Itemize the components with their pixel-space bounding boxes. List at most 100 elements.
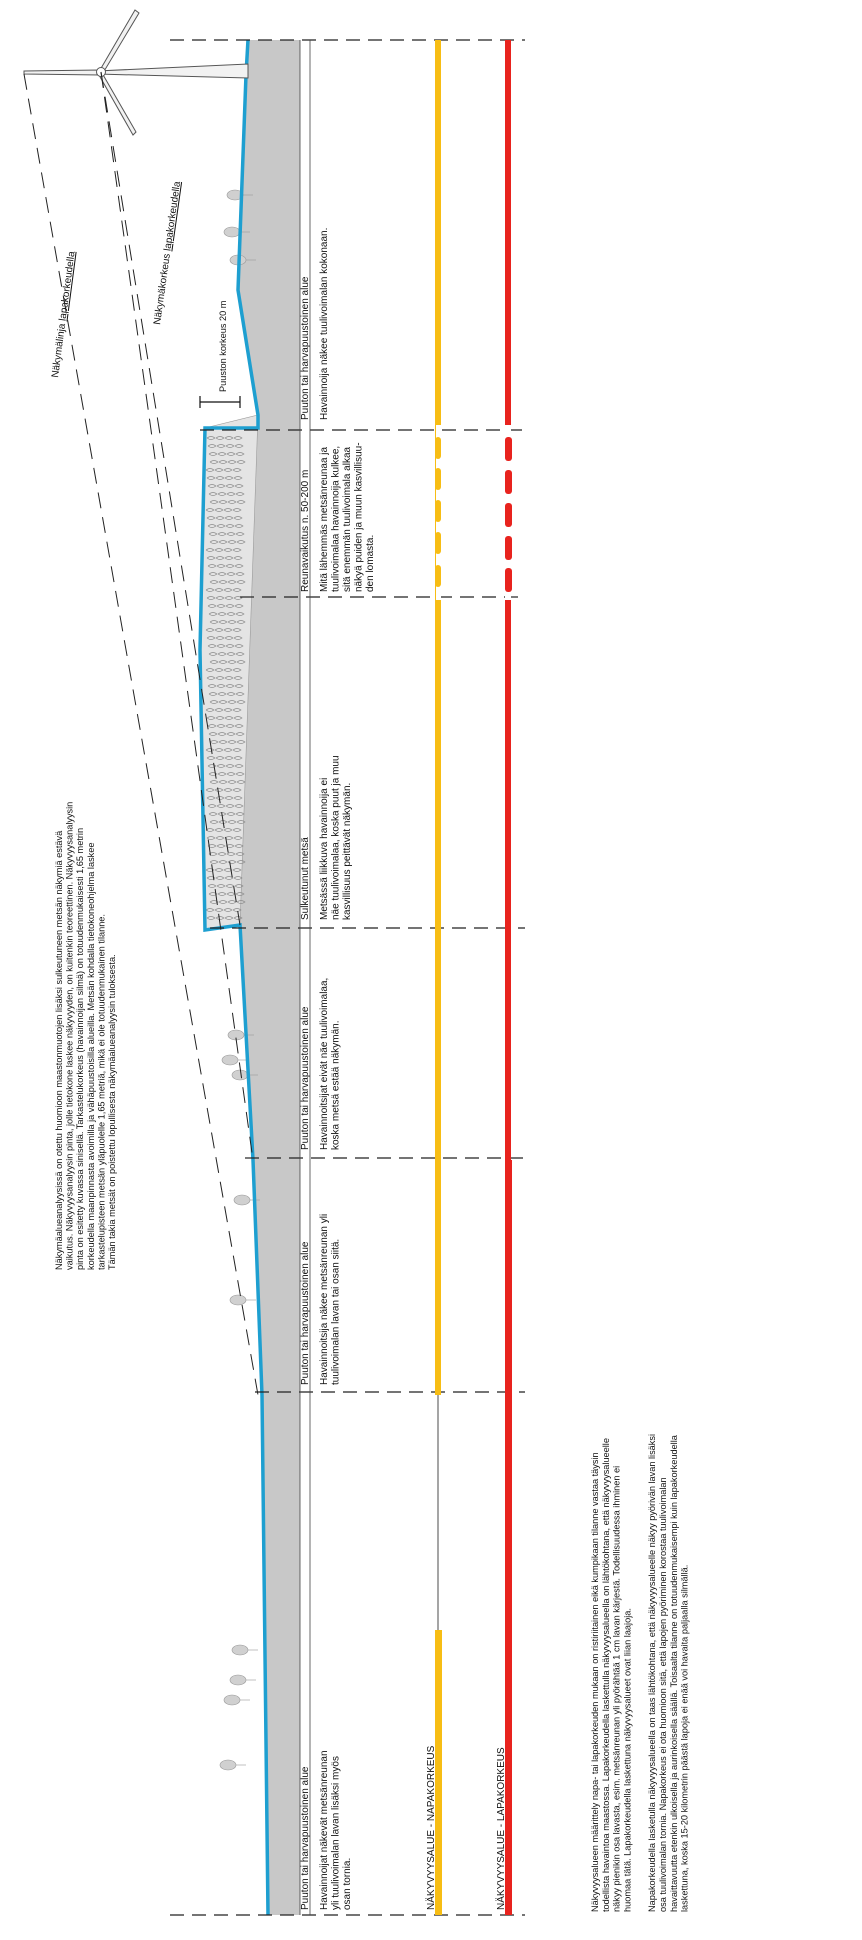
forest-tree (235, 812, 245, 816)
forest-tree (209, 780, 219, 784)
forest-tree (234, 684, 244, 688)
forest-tree (232, 708, 242, 712)
intro-paragraph: Näkymäalueanalyysissä on otettu huomioon… (54, 802, 117, 1270)
forest-tree (235, 852, 245, 856)
forest-tree (217, 732, 227, 736)
forest-tree (216, 564, 226, 568)
zone-title: Sulkeutunut metsä (300, 837, 311, 920)
forest-tree (214, 508, 224, 512)
forest-tree (233, 476, 243, 480)
forest-tree (205, 508, 215, 512)
forest-tree (233, 756, 243, 760)
zone-description: Havainnoija näkee tuulivoimalan kokonaan… (319, 228, 330, 420)
forest-tree (216, 604, 226, 608)
forest-tree (205, 868, 215, 872)
forest-tree (224, 436, 234, 440)
hub-visibility-bar-end (435, 1630, 442, 1915)
forest-tree (227, 580, 237, 584)
forest-tree (218, 700, 228, 704)
forest-tree (208, 892, 218, 896)
forest-tree (234, 844, 244, 848)
forest-tree (224, 596, 234, 600)
forest-tree (206, 796, 216, 800)
forest-tree (236, 860, 246, 864)
forest-tree (216, 644, 226, 648)
forest-tree (205, 708, 215, 712)
forest-tree (224, 876, 234, 880)
forest-tree (207, 724, 217, 728)
forest-tree (224, 796, 234, 800)
forest-tree (234, 764, 244, 768)
forest-tree (217, 612, 227, 616)
forest-tree (214, 468, 224, 472)
forest-tree (215, 556, 225, 560)
forest-tree (217, 452, 227, 456)
forest-tree (207, 884, 217, 888)
forest-tree (215, 676, 225, 680)
forest-tree (206, 916, 216, 920)
forest-tree (207, 844, 217, 848)
forest-tree (206, 716, 216, 720)
forest-tree (223, 708, 233, 712)
forest-tree (205, 788, 215, 792)
sparse-trees (219, 189, 260, 1771)
forest-tree (234, 444, 244, 448)
forest-tree (234, 524, 244, 528)
forest-tree (207, 524, 217, 528)
forest-tree (208, 572, 218, 576)
forest-tree (235, 492, 245, 496)
zone-description: Havainnoitsijat eivät näe tuulivoimalaa,… (319, 978, 342, 1150)
forest-tree (214, 548, 224, 552)
forest-tree (233, 596, 243, 600)
tree-height-marker (199, 396, 241, 408)
forest-tree (216, 444, 226, 448)
sightlines (23, 71, 259, 1396)
tree-icon (221, 1054, 248, 1066)
forest-tree (223, 508, 233, 512)
forest-tree (225, 764, 235, 768)
forest-tree (208, 812, 218, 816)
forest-tree (208, 612, 218, 616)
forest-tree (209, 580, 219, 584)
forest-tree (236, 780, 246, 784)
forest-tree (224, 516, 234, 520)
zone-title: Puuton tai harvapuustoinen alue (300, 1006, 311, 1150)
forest-tree (236, 580, 246, 584)
forest-tree (227, 540, 237, 544)
forest-tree (225, 484, 235, 488)
ground-area (238, 40, 300, 1915)
forest-tree (226, 572, 236, 576)
forest-tree (206, 516, 216, 520)
forest-tree (232, 668, 242, 672)
forest-tree (209, 820, 219, 824)
forest-tree (205, 668, 215, 672)
blade-visibility-dashes (505, 437, 512, 592)
forest-tree (224, 676, 234, 680)
forest-tree (232, 588, 242, 592)
forest-tree (225, 604, 235, 608)
intro-line: Näkymäalueanalyysissä on otettu huomioon… (54, 830, 64, 1270)
zone-description: Metsässä liikkuva havainnoija einäe tuul… (319, 755, 353, 920)
forest-tree (226, 492, 236, 496)
forest-tree (216, 484, 226, 488)
forest-tree (215, 876, 225, 880)
forest-tree (217, 532, 227, 536)
forest-tree (232, 908, 242, 912)
forest-tree (232, 628, 242, 632)
blade-sightline-label: Näkymäkorkeus lapakorkeudella (152, 180, 183, 325)
forest-tree (214, 628, 224, 632)
forest-tree (223, 668, 233, 672)
forest-tree (209, 700, 219, 704)
forest-tree (234, 804, 244, 808)
forest-tree (209, 460, 219, 464)
intro-line: Tämän takia metsät on poistettu lopullis… (107, 954, 117, 1270)
intro-line: tarkastelupisteen metsän yläpuolelle 1,6… (96, 914, 106, 1270)
forest-tree (209, 900, 219, 904)
forest-tree (217, 852, 227, 856)
forest-tree (232, 788, 242, 792)
forest-tree (234, 644, 244, 648)
note-paragraph: Napakorkeudella lasketulla näkyvyysaluee… (647, 1434, 689, 1912)
forest-tree (227, 620, 237, 624)
forest-tree (216, 684, 226, 688)
forest-tree (224, 836, 234, 840)
